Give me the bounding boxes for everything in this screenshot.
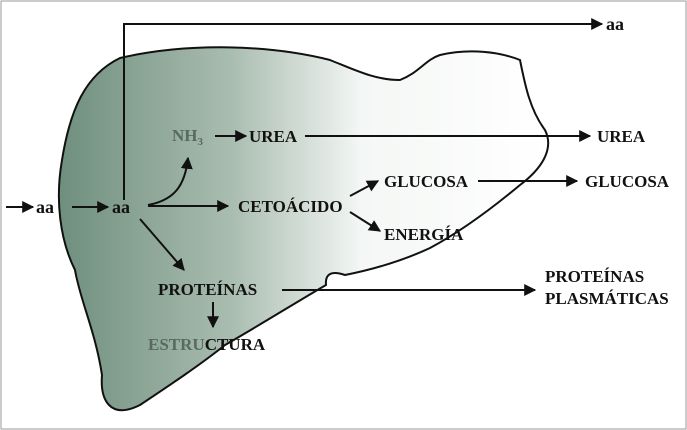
label-nh3-main: NH <box>172 126 198 145</box>
label-proteinas-plasmaticas-2: PLASMÁTICAS <box>545 289 669 308</box>
label-aa-in: aa <box>36 197 54 217</box>
label-estructura: ESTRUCTURA <box>148 335 266 354</box>
label-proteinas-plasmaticas-1: PROTEÍNAS <box>545 267 644 286</box>
label-nh3-sub: 3 <box>198 136 204 148</box>
label-urea-inner: UREA <box>249 127 298 146</box>
label-proteinas: PROTEÍNAS <box>158 280 257 299</box>
label-urea-outer: UREA <box>597 127 646 146</box>
label-glucosa-outer: GLUCOSA <box>585 172 670 191</box>
label-energia: ENERGÍA <box>384 225 464 244</box>
label-glucosa-inner: GLUCOSA <box>384 172 469 191</box>
label-estructura-faded: ESTRU <box>148 335 205 354</box>
label-cetoacido: CETOÁCIDO <box>238 197 343 216</box>
label-aa-top: aa <box>606 14 624 34</box>
label-estructura-dark: CTURA <box>205 335 266 354</box>
liver-shape <box>59 47 548 410</box>
label-aa-center: aa <box>112 197 130 217</box>
